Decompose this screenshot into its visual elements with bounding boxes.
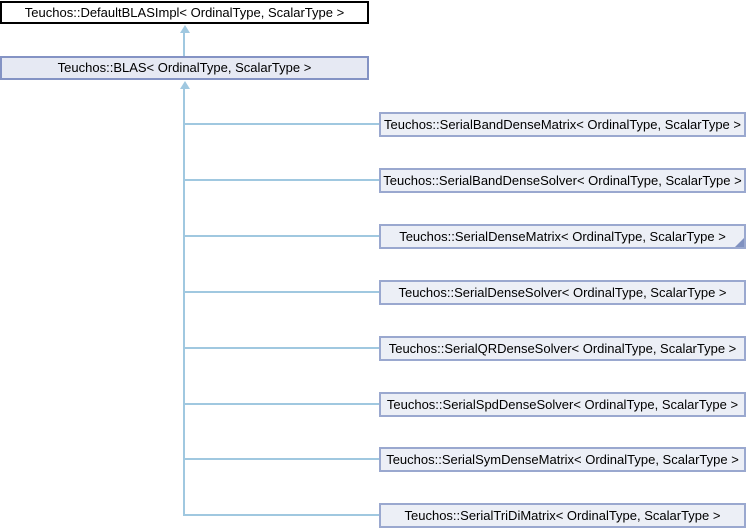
class-node-label: Teuchos::SerialDenseMatrix< OrdinalType,… (399, 229, 726, 244)
class-node-label: Teuchos::SerialTriDiMatrix< OrdinalType,… (404, 508, 721, 523)
class-node-label: Teuchos::SerialSymDenseMatrix< OrdinalTy… (386, 452, 739, 467)
class-node-label: Teuchos::SerialSpdDenseSolver< OrdinalTy… (386, 397, 739, 412)
connector-line (183, 31, 185, 56)
class-node-label: Teuchos::SerialBandDenseSolver< OrdinalT… (383, 173, 742, 188)
class-node-serial-dense-solver[interactable]: Teuchos::SerialDenseSolver< OrdinalType,… (379, 280, 746, 305)
class-node-serial-band-dense-matrix[interactable]: Teuchos::SerialBandDenseMatrix< OrdinalT… (379, 112, 746, 137)
class-node-serial-band-dense-solver[interactable]: Teuchos::SerialBandDenseSolver< OrdinalT… (379, 168, 746, 193)
connector-branch-line (185, 235, 379, 237)
connector-branch-line (185, 291, 379, 293)
class-node-blas: Teuchos::BLAS< OrdinalType, ScalarType > (0, 56, 369, 80)
connector-branch-line (185, 458, 379, 460)
class-node-label: Teuchos::SerialBandDenseMatrix< OrdinalT… (384, 117, 741, 132)
class-node-label: Teuchos::SerialQRDenseSolver< OrdinalTyp… (388, 341, 737, 356)
class-node-serial-tridi-matrix[interactable]: Teuchos::SerialTriDiMatrix< OrdinalType,… (379, 503, 746, 528)
class-node-label: Teuchos::SerialDenseSolver< OrdinalType,… (398, 285, 727, 300)
class-node-serial-sym-dense-matrix[interactable]: Teuchos::SerialSymDenseMatrix< OrdinalTy… (379, 447, 746, 472)
class-node-serial-dense-matrix[interactable]: Teuchos::SerialDenseMatrix< OrdinalType,… (379, 224, 746, 249)
connector-branch-line (185, 403, 379, 405)
inheritance-arrow-up-icon (180, 25, 190, 33)
connector-branch-line (185, 514, 379, 516)
connector-branch-line (185, 123, 379, 125)
inheritance-arrow-up-icon (180, 81, 190, 89)
class-node-serial-spd-dense-solver[interactable]: Teuchos::SerialSpdDenseSolver< OrdinalTy… (379, 392, 746, 417)
connector-trunk-line (183, 87, 185, 516)
truncated-corner-icon (735, 238, 744, 247)
class-node-label: Teuchos::DefaultBLASImpl< OrdinalType, S… (24, 5, 345, 20)
connector-branch-line (185, 179, 379, 181)
class-node-default-blas-impl[interactable]: Teuchos::DefaultBLASImpl< OrdinalType, S… (0, 1, 369, 24)
class-node-serial-qr-dense-solver[interactable]: Teuchos::SerialQRDenseSolver< OrdinalTyp… (379, 336, 746, 361)
class-node-label: Teuchos::BLAS< OrdinalType, ScalarType > (57, 60, 312, 75)
connector-branch-line (185, 347, 379, 349)
